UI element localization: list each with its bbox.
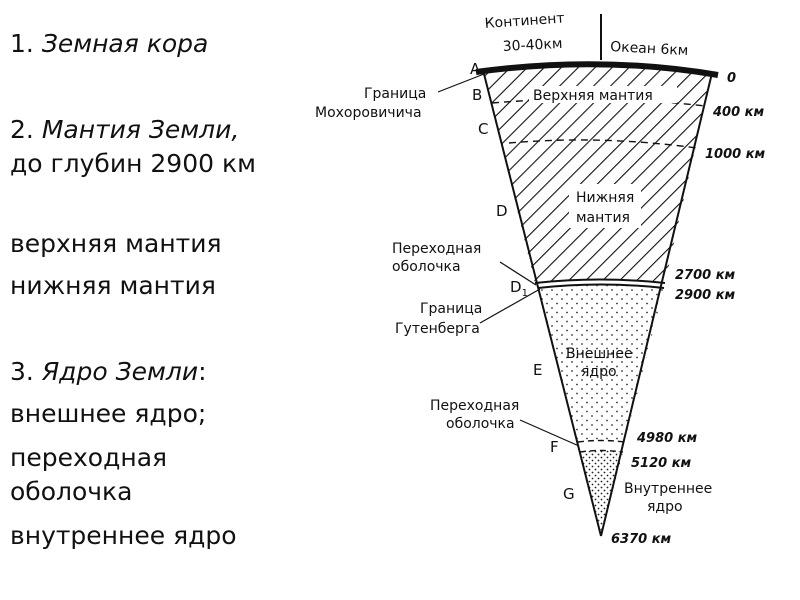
boundary-5120km [579, 449, 624, 453]
inner-core-label-2: ядро [647, 499, 683, 515]
lower-mantle-text: нижняя мантия [10, 271, 216, 300]
inner-core-region [580, 450, 623, 536]
depth-400: 400 км [712, 105, 764, 120]
item-earth-crust: 1. Земная кора [10, 26, 208, 62]
continent-depth-label: 30-40км [502, 36, 562, 55]
letter-b: B [472, 86, 482, 104]
moho-label-1: Граница [364, 86, 426, 102]
wedge-left-edge [482, 69, 602, 537]
letter-f: F [550, 438, 559, 456]
depth-2900: 2900 км [675, 288, 736, 303]
depth-5120: 5120 км [631, 456, 692, 471]
upper-mantle-label-bg [529, 86, 677, 103]
boundary-2700km [534, 278, 666, 284]
boundary-2900km [537, 283, 665, 289]
letter-d1-subscript: 1 [522, 288, 528, 299]
outer-core-text: внешнее ядро; [10, 399, 207, 428]
depth-0: 0 [727, 71, 736, 86]
inner-core-label-bg [622, 476, 718, 514]
crust-surface [475, 61, 719, 78]
item-mantle-depth: до глубин 2900 км [10, 149, 256, 178]
left-text-panel: 1. Земная кора 2. Мантия Земли, до глуби… [10, 0, 310, 600]
transition-a-label-1: Переходная [392, 241, 481, 257]
item-mantle: 2. Мантия Земли, [10, 112, 239, 148]
ocean-label: Океан 6км [610, 39, 689, 59]
upper-mantle-text: верхняя мантия [10, 229, 222, 258]
letter-g: G [563, 485, 575, 503]
inner-core-label-1: Внутреннее [624, 481, 712, 497]
item-core: 3. Ядро Земли: [10, 354, 207, 390]
depth-1000: 1000 км [705, 147, 766, 162]
depth-4980: 4980 км [636, 431, 698, 446]
transition-a-label-2: оболочка [392, 259, 461, 275]
letter-a: A [470, 60, 481, 78]
transition-b-leader-line [519, 419, 580, 447]
item2-title: Мантия Земли, [41, 115, 240, 144]
letter-c: C [478, 120, 488, 138]
mantle-region [483, 64, 712, 284]
letter-d1: D1 [510, 278, 528, 299]
boundary-4980km [577, 439, 626, 443]
moho-leader-line [437, 73, 485, 93]
wedge-right-edge [600, 72, 713, 537]
gutenberg-leader-line [479, 288, 541, 324]
item2-number: 2. [10, 115, 42, 144]
lower-mantle-label-2: мантия [576, 210, 630, 226]
transition-b-label-2: оболочка [446, 416, 515, 432]
lower-mantle-label-bg [569, 184, 641, 228]
upper-mantle-label: Верхняя мантия [533, 88, 653, 104]
letter-d1-main: D [510, 278, 522, 296]
letter-d: D [496, 202, 508, 220]
boundary-400km [491, 98, 706, 107]
inner-core-text: внутреннее ядро [10, 521, 237, 550]
earth-structure-svg: Континент 30-40км Океан 6км Верхняя мант… [315, 10, 766, 547]
item1-title: Земная кора [41, 29, 209, 58]
earth-structure-diagram: Континент 30-40км Океан 6км Верхняя мант… [310, 0, 800, 600]
continent-label: Континент [484, 10, 565, 32]
item3-colon: : [198, 357, 207, 386]
item3-title: Ядро Земли [41, 357, 199, 386]
depth-6370: 6370 км [611, 532, 672, 547]
depth-2700: 2700 км [675, 268, 736, 283]
lower-mantle-label-1: Нижняя [576, 190, 634, 206]
transition-text-2: оболочка [10, 477, 133, 506]
letter-e: E [533, 361, 542, 379]
item1-number: 1. [10, 29, 42, 58]
transition-b-label-1: Переходная [430, 398, 519, 414]
gutenberg-label-1: Граница [420, 301, 482, 317]
item3-number: 3. [10, 357, 42, 386]
transition-text-1: переходная [10, 443, 168, 472]
transition-a-leader-line [499, 261, 537, 286]
gutenberg-label-2: Гутенберга [395, 321, 480, 337]
outer-core-label-2: ядро [581, 364, 617, 380]
outer-core-label-1: Внешнее [566, 346, 633, 362]
moho-label-2: Мохоровичича [315, 105, 422, 121]
